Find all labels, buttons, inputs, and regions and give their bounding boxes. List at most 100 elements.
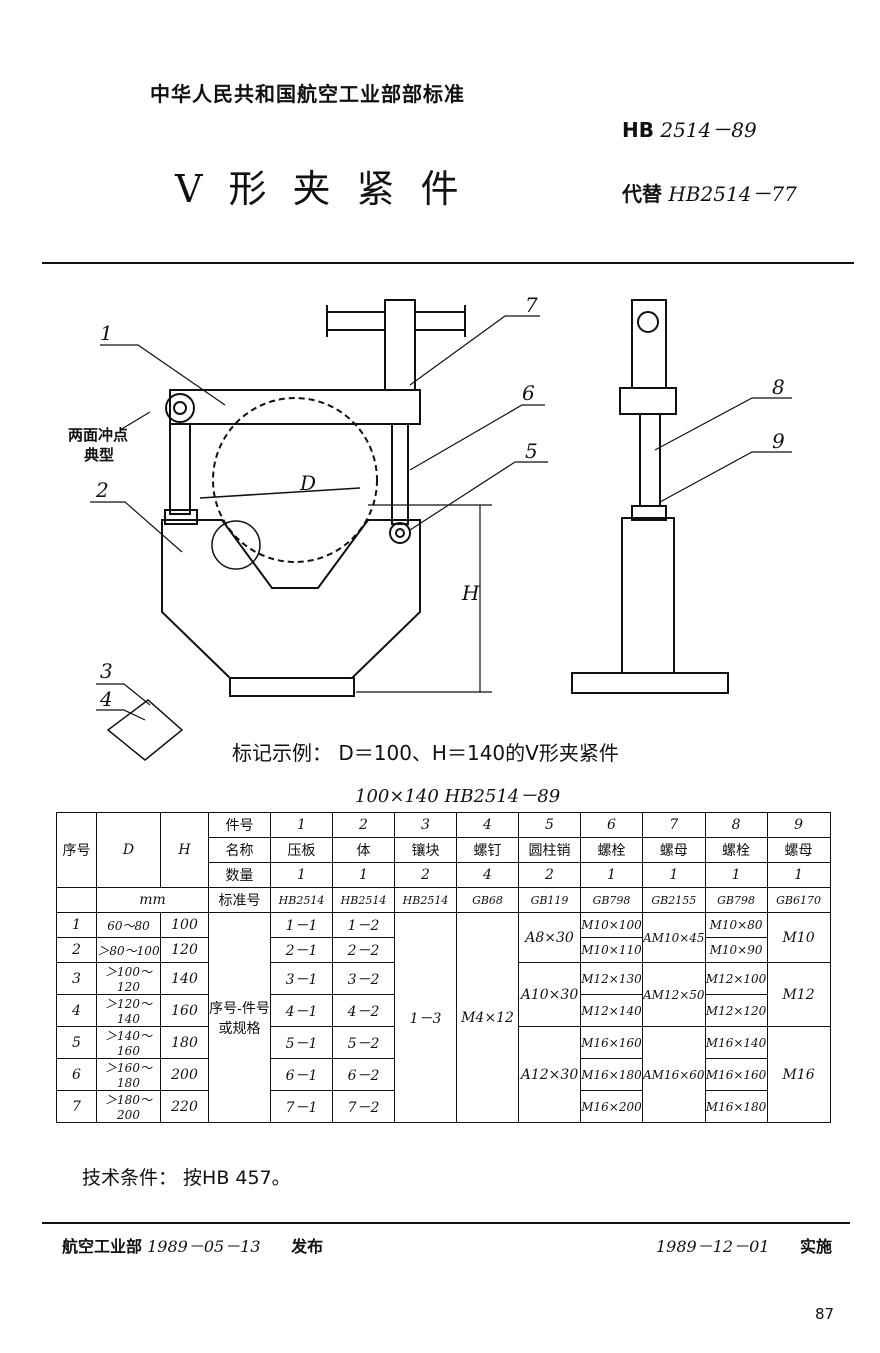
- row-p1: 5－1: [270, 1026, 333, 1059]
- row-p8: M12×100: [704, 962, 768, 995]
- row-seq: 5: [56, 1026, 97, 1059]
- std-2: HB2514: [332, 887, 395, 913]
- footer-rule: [42, 1222, 850, 1224]
- table-row: 7 ＞180～200 220 7－1 7－2 M16×200 M16×180: [56, 1090, 831, 1123]
- row-p2: 7－2: [332, 1090, 395, 1123]
- standard-organization: 中华人民共和国航空工业部部标准: [150, 82, 465, 106]
- standard-code-prefix: HB: [622, 118, 654, 142]
- technical-drawing: 1 2 3 4 5 6 7 8 9 D H 两面冲点 典型: [68, 293, 792, 761]
- std-1: HB2514: [270, 887, 333, 913]
- clamp-bar: [169, 389, 421, 425]
- qty-1: 1: [270, 862, 333, 888]
- implementation-date: 1989－12－01: [656, 1237, 770, 1256]
- row-h: 120: [160, 937, 209, 963]
- row-d: ＞160～180: [96, 1058, 161, 1091]
- name-3: 镶块: [394, 837, 457, 863]
- issuer: 航空工业部: [62, 1237, 143, 1256]
- footer-implement: 1989－12－01 实施: [656, 1233, 832, 1257]
- row-h: 100: [160, 912, 209, 938]
- table-row: 1 60～80 100 序号-件号或规格 1－1 1－2 1－3 M4×12 A…: [56, 912, 831, 1123]
- note-punch-both-sides: 两面冲点: [68, 426, 128, 444]
- issue-label: 发布: [291, 1237, 324, 1256]
- qty-2: 1: [332, 862, 395, 888]
- row-d: ＞120～140: [96, 994, 161, 1027]
- callout-8: 8: [772, 375, 785, 399]
- v-body: [161, 519, 421, 679]
- row-p8: M16×180: [704, 1090, 768, 1123]
- std-4: GB68: [456, 887, 519, 913]
- dimension-h-label: H: [461, 581, 480, 605]
- p9-group-2: M12: [766, 962, 831, 1027]
- part-no-8: 8: [704, 812, 768, 838]
- qty-7: 1: [642, 862, 706, 888]
- row-seq: 6: [56, 1058, 97, 1091]
- col-h-header: H: [160, 812, 209, 888]
- callout-3: 3: [100, 659, 113, 683]
- p5-group-2: A10×30: [518, 962, 581, 1027]
- row-p2: 5－2: [332, 1026, 395, 1059]
- qty-5: 2: [518, 862, 581, 888]
- callout-4: 4: [99, 687, 113, 711]
- row-p6: M16×160: [580, 1026, 643, 1059]
- part-no-2: 2: [332, 812, 395, 838]
- name-8: 螺栓: [704, 837, 768, 863]
- p3-all: 1－3: [394, 912, 457, 1123]
- table-row: 6 ＞160～180 200 6－1 6－2 M16×180 M16×160: [56, 1058, 831, 1091]
- std-label: 标准号: [208, 887, 271, 913]
- base-plate: [229, 677, 355, 697]
- name-label: 名称: [208, 837, 271, 863]
- qty-6: 1: [580, 862, 643, 888]
- row-d: ＞100～120: [96, 962, 161, 995]
- table-row: 2 ＞80～100 120 2－1 2－2 M10×110 M10×90: [56, 937, 831, 963]
- note-typical: 典型: [84, 446, 114, 464]
- page-number: 87: [815, 1305, 835, 1323]
- row-seq: 3: [56, 962, 97, 995]
- part-no-label: 件号: [208, 812, 271, 838]
- callout-9: 9: [772, 429, 785, 453]
- p7-group-2: AM12×50: [642, 962, 706, 1027]
- replaces-prefix: 代替: [622, 182, 662, 206]
- row-p8: M16×160: [704, 1058, 768, 1091]
- table-row: 3 ＞100～120 140 3－1 3－2 A10×30 M12×130 AM…: [56, 962, 831, 1027]
- row-p2: 4－2: [332, 994, 395, 1027]
- p7-group-3: AM16×60: [642, 1026, 706, 1123]
- unit-spacer: [56, 887, 97, 913]
- seq-spec-label: 序号-件号或规格: [208, 912, 271, 1123]
- row-p1: 1－1: [270, 912, 333, 938]
- name-1: 压板: [270, 837, 333, 863]
- part-no-9: 9: [766, 812, 831, 838]
- marking-code: 100×140 HB2514－89: [355, 786, 561, 807]
- footer-issue: 航空工业部 1989－05－13 发布: [62, 1233, 323, 1257]
- row-p1: 7－1: [270, 1090, 333, 1123]
- row-p8: M12×120: [704, 994, 768, 1027]
- row-p2: 3－2: [332, 962, 395, 995]
- technical-requirements: 技术条件： 按HB 457。: [82, 1167, 291, 1189]
- name-4: 螺钉: [456, 837, 519, 863]
- part-no-4: 4: [456, 812, 519, 838]
- callout-1: 1: [100, 321, 113, 345]
- p9-group-3: M16: [766, 1026, 831, 1123]
- p4-all: M4×12: [456, 912, 519, 1123]
- callout-7: 7: [525, 293, 538, 317]
- standard-code: HB 2514－89: [622, 114, 757, 143]
- row-p1: 4－1: [270, 994, 333, 1027]
- unit-label: mm: [96, 887, 209, 913]
- marking-example: 标记示例： D＝100、H＝140的V形夹紧件: [232, 741, 619, 765]
- part-no-6: 6: [580, 812, 643, 838]
- callout-2: 2: [95, 478, 109, 502]
- issue-date: 1989－05－13: [147, 1237, 261, 1256]
- seq-spec-label-line2: 或规格: [218, 1020, 261, 1037]
- part-no-3: 3: [394, 812, 457, 838]
- standard-code-number: 2514－89: [660, 118, 757, 142]
- name-2: 体: [332, 837, 395, 863]
- row-h: 160: [160, 994, 209, 1027]
- row-d: ＞140～160: [96, 1026, 161, 1059]
- row-p2: 1－2: [332, 912, 395, 938]
- row-p2: 6－2: [332, 1058, 395, 1091]
- row-p8: M10×80: [704, 912, 768, 938]
- std-9: GB6170: [766, 887, 831, 913]
- row-d: ＞80～100: [96, 937, 161, 963]
- qty-3: 2: [394, 862, 457, 888]
- col-d-header: D: [96, 812, 161, 888]
- row-d: ＞180～200: [96, 1090, 161, 1123]
